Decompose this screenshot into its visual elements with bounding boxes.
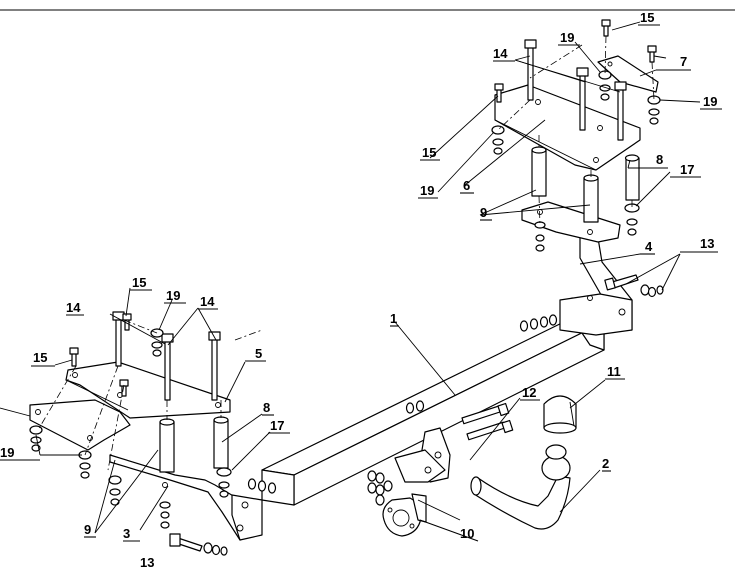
callout-14-mid: 14 xyxy=(200,294,215,309)
short-bolts xyxy=(69,19,657,397)
left-upper-plate xyxy=(65,361,231,419)
callout-8-right: 8 xyxy=(656,152,663,167)
callout-8-left: 8 xyxy=(263,400,270,415)
callout-14-right: 14 xyxy=(493,46,508,61)
right-small-plate xyxy=(597,55,659,93)
callout-4: 4 xyxy=(645,239,653,254)
callout-7: 7 xyxy=(680,54,687,69)
callout-13-left: 13 xyxy=(140,555,154,567)
callout-19-right-top: 19 xyxy=(560,30,574,45)
callout-9-left: 9 xyxy=(84,522,91,537)
callout-1: 1 xyxy=(390,311,397,326)
callout-19-right: 19 xyxy=(703,94,717,109)
callout-14-left: 14 xyxy=(66,300,81,315)
callout-15-left: 15 xyxy=(33,350,47,365)
callout-labels: 1 2 3 4 5 6 7 8 8 9 9 10 11 12 13 13 14 … xyxy=(0,10,722,567)
long-bolts xyxy=(112,39,627,401)
leader-lines xyxy=(0,21,701,534)
callout-2: 2 xyxy=(602,456,609,471)
callout-10: 10 xyxy=(460,526,474,541)
side-bolts xyxy=(169,274,664,556)
callout-3: 3 xyxy=(123,526,130,541)
right-upper-plate xyxy=(494,84,641,171)
callout-6: 6 xyxy=(463,178,470,193)
callout-17-left: 17 xyxy=(270,418,284,433)
callout-15-right-mid: 15 xyxy=(422,145,436,160)
tow-ball-arm xyxy=(470,444,571,530)
callout-12: 12 xyxy=(522,385,536,400)
callout-11: 11 xyxy=(607,364,621,379)
callout-9-right: 9 xyxy=(480,205,487,220)
callout-13-right: 13 xyxy=(700,236,714,251)
left-lower-plate xyxy=(29,399,131,451)
socket-plate xyxy=(382,493,427,537)
callout-5: 5 xyxy=(255,346,262,361)
hook-mount xyxy=(367,402,514,506)
callout-19-left-top: 19 xyxy=(166,288,180,303)
callout-15-left-top: 15 xyxy=(132,275,146,290)
assembly-lines xyxy=(37,35,655,471)
callout-19-left: 19 xyxy=(0,445,14,460)
washers-nuts xyxy=(29,70,661,529)
callout-17-right: 17 xyxy=(680,162,694,177)
callout-19-right-mid: 19 xyxy=(420,183,434,198)
left-side-bracket xyxy=(109,454,263,541)
callout-15-right-top: 15 xyxy=(640,10,654,25)
ball-cap xyxy=(543,395,577,434)
